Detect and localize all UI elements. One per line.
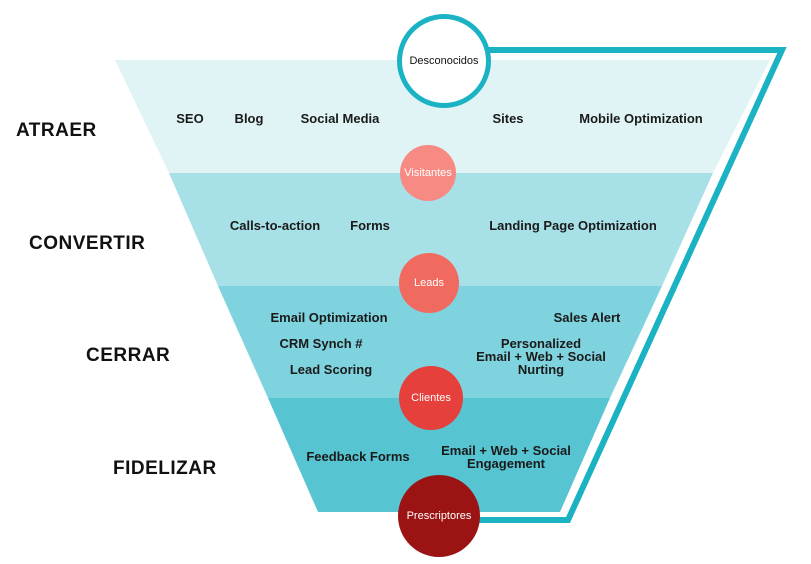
node-desconocidos: Desconocidos (397, 14, 491, 108)
tactic-crm-synch: CRM Synch # (279, 336, 363, 351)
stage-label-atraer: ATRAER (16, 120, 97, 141)
tactic-landing-page-optimization: Landing Page Optimization (489, 218, 657, 233)
tactic-social-media: Social Media (300, 111, 380, 126)
loop-arrow-line (478, 47, 787, 523)
tactic-forms: Forms (350, 218, 390, 233)
funnel-band-cerrar (218, 286, 662, 398)
tactic-engagement: Email + Web + Social Engagement (441, 443, 571, 471)
tactic-feedback-forms: Feedback Forms (306, 449, 410, 464)
tactic-email-optimization: Email Optimization (270, 310, 388, 325)
stage-label-cerrar: CERRAR (86, 345, 171, 366)
tactic-sites: Sites (492, 111, 524, 126)
tactic-blog: Blog (234, 111, 264, 126)
funnel-band-convertir (169, 173, 713, 286)
node-clientes: Clientes (399, 366, 463, 430)
tactic-mobile-optimization: Mobile Optimization (579, 111, 703, 126)
tactic-personalized-nurting: Personalized Email + Web + Social Nurtin… (476, 336, 606, 377)
node-visitantes: Visitantes (400, 145, 456, 201)
funnel-band-atraer (115, 60, 770, 173)
tactic-seo: SEO (176, 111, 204, 126)
stage-label-convertir: CONVERTIR (29, 233, 146, 254)
funnel-band-fidelizar (268, 398, 610, 512)
node-leads: Leads (399, 253, 459, 313)
tactic-lead-scoring: Lead Scoring (289, 362, 373, 377)
stage-label-fidelizar: FIDELIZAR (113, 458, 217, 479)
node-prescriptores: Prescriptores (398, 475, 480, 557)
tactic-calls-to-action: Calls-to-action (229, 218, 321, 233)
tactic-sales-alert: Sales Alert (553, 310, 621, 325)
